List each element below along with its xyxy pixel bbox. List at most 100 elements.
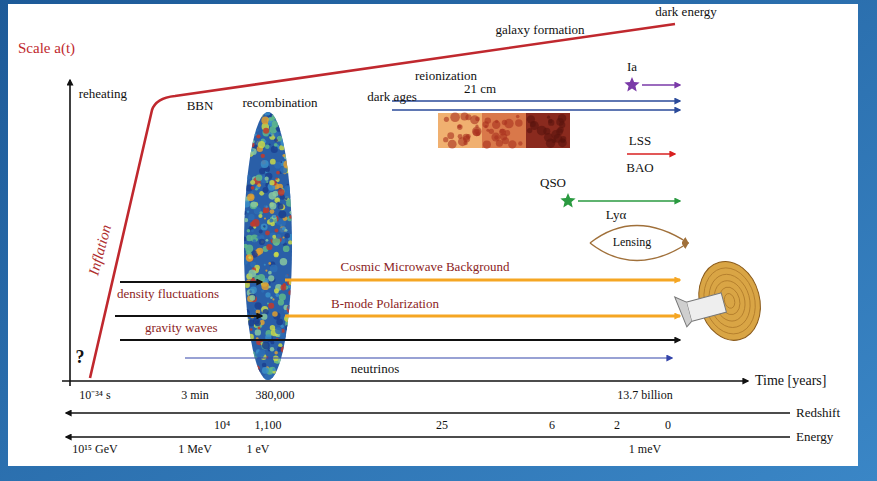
- cmb-spot: [276, 222, 279, 225]
- cmb-spot: [269, 367, 275, 373]
- cmb-spot: [266, 181, 268, 183]
- cmb-spot: [256, 174, 263, 181]
- cmb-spot: [281, 346, 287, 352]
- time-axis: [62, 380, 748, 382]
- reionization-spot: [504, 119, 513, 128]
- cmb-spot: [286, 199, 294, 207]
- cmb-spot: [272, 215, 277, 220]
- cmb-spot: [249, 138, 252, 141]
- cmb-spot: [244, 218, 248, 222]
- cmb-spot: [285, 233, 291, 239]
- cmb-spot: [289, 118, 293, 122]
- cmb-spot: [258, 111, 264, 117]
- lss-arrow: [627, 153, 675, 155]
- cmb-spot: [288, 322, 292, 326]
- cmb-spot: [277, 112, 284, 119]
- reionization-spot: [472, 127, 482, 137]
- cmb-spot: [278, 204, 284, 210]
- reionization-panel: [482, 113, 526, 148]
- cmb-spot: [243, 128, 246, 131]
- neutrino-arrow: [185, 357, 672, 358]
- cmb-spot: [285, 274, 288, 277]
- reionization-spot: [547, 116, 550, 119]
- panel: [8, 4, 858, 466]
- reionization-spot: [492, 121, 500, 129]
- reionization-spot: [508, 140, 516, 148]
- cmb-spot: [276, 171, 280, 175]
- cmb-spot: [245, 322, 248, 325]
- cmb-spot: [245, 147, 249, 151]
- cmb-spot: [274, 350, 278, 354]
- cmb-spot: [280, 119, 283, 122]
- cmb-spot: [268, 275, 274, 281]
- cmb-spot: [247, 347, 251, 351]
- cmb-spot: [250, 180, 255, 185]
- cmb-spot: [254, 133, 256, 135]
- reionization-spot: [494, 135, 498, 139]
- cmb-spot: [287, 142, 293, 148]
- cmb-spot: [247, 193, 254, 200]
- cmb-spot: [259, 239, 265, 245]
- reionization-spot: [496, 140, 503, 147]
- reionization-spot: [458, 125, 462, 129]
- reionization-spot: [500, 129, 505, 134]
- text-label: dark ages: [367, 90, 416, 104]
- cmb-spot: [251, 186, 255, 190]
- 21cm-arrow: [392, 109, 680, 110]
- cmb-spot: [264, 109, 270, 115]
- cmb-spot: [283, 245, 290, 252]
- cmb-spot: [246, 142, 251, 147]
- cmb-spot: [283, 373, 286, 376]
- text-label: 10⁴: [214, 419, 230, 432]
- text-label: BAO: [626, 161, 653, 175]
- cmb-spot: [249, 111, 256, 118]
- cmb-spot: [287, 306, 291, 310]
- cmb-spot: [287, 216, 292, 221]
- cmb-spot: [241, 120, 248, 127]
- cmb-spot: [272, 121, 279, 128]
- cmb-spot: [274, 139, 278, 143]
- reionization-spot: [518, 141, 522, 145]
- cmb-spot: [275, 327, 282, 334]
- cmb-spot: [248, 214, 254, 220]
- text-label: 13.7 billion: [617, 389, 672, 402]
- cmb-spot: [269, 219, 273, 223]
- cmb-spot: [246, 347, 248, 349]
- cmb-spot: [285, 334, 290, 339]
- cmb-spot: [265, 173, 272, 180]
- text-label: 10⁻³⁴ s: [79, 389, 110, 402]
- cmb-spot: [256, 134, 260, 138]
- cmb-spot: [247, 229, 251, 233]
- cmb-spot: [255, 188, 258, 191]
- reionization-spot: [443, 137, 448, 142]
- cmb-spot: [258, 327, 261, 330]
- cmb-spot: [278, 189, 285, 196]
- cmb-spot: [262, 342, 270, 350]
- reionization-spot: [473, 128, 481, 136]
- cmb-spot: [250, 121, 255, 126]
- text-label: Lyα: [606, 208, 627, 222]
- reionization-spot: [447, 132, 454, 139]
- cmb-spot: [251, 149, 254, 152]
- cmb-spot: [265, 144, 270, 149]
- redshift-axis: [66, 412, 790, 413]
- cmb-spot: [283, 161, 291, 169]
- cmb-spot: [287, 143, 293, 149]
- cmb-spot: [254, 368, 260, 374]
- cmb-spot: [243, 182, 247, 186]
- cmb-spot: [250, 328, 253, 331]
- cmb-spot: [272, 113, 278, 119]
- cmb-spot: [261, 154, 265, 158]
- text-label: 1 eV: [247, 443, 270, 456]
- cmb-spot: [270, 159, 276, 165]
- text-label: 21 cm: [464, 82, 496, 96]
- cmb-spot: [285, 325, 291, 331]
- reionization-spot: [450, 112, 460, 122]
- text-label: Cosmic Microwave Background: [341, 260, 510, 274]
- cmb-spot: [265, 168, 270, 173]
- cmb-spot: [257, 319, 260, 322]
- cmb-spot: [266, 239, 269, 242]
- cmb-spot: [243, 141, 246, 144]
